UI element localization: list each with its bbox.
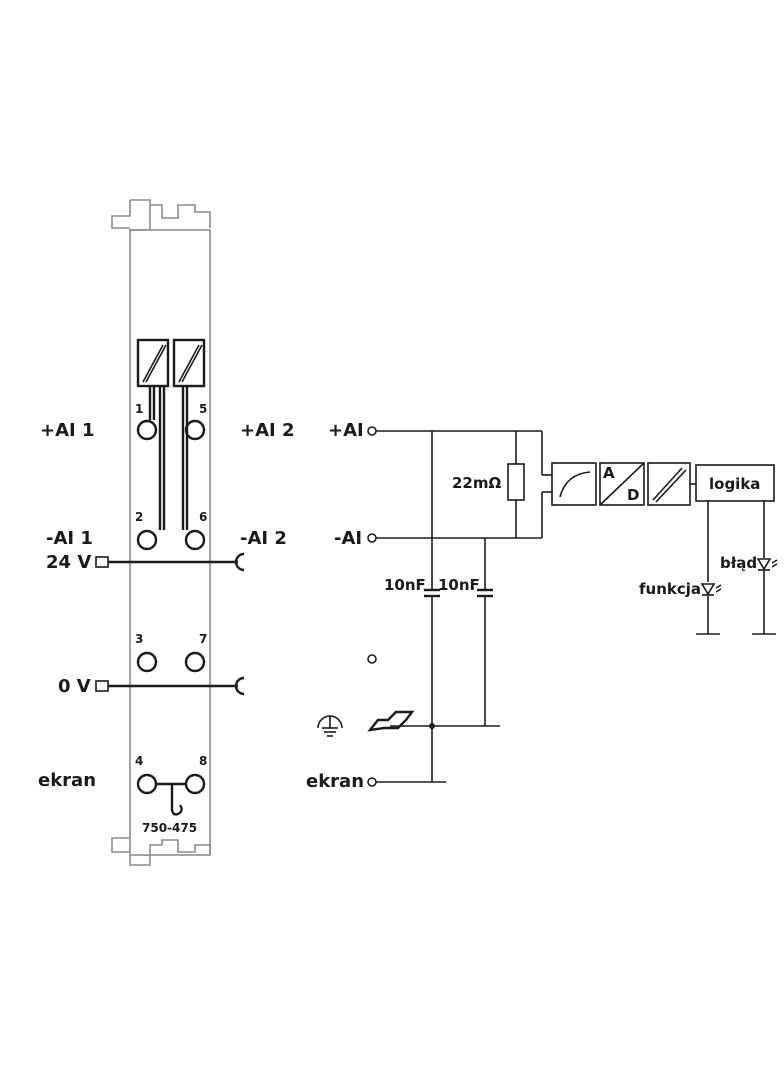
din-rail-icon (367, 710, 415, 732)
label-shield-left: ekran (38, 770, 96, 791)
wire-ch1 (158, 386, 166, 530)
capacitor-2-label: 10nF (438, 576, 480, 594)
terminal-7-number: 7 (199, 632, 207, 646)
module-housing (111, 199, 211, 866)
wire-ch1-top (148, 386, 156, 420)
circuit-wires (376, 430, 696, 783)
resistor (507, 463, 525, 501)
rail-24v (95, 552, 245, 572)
terminal-3 (136, 651, 158, 673)
label-24v: 24 V (46, 552, 91, 573)
logic-block (695, 464, 775, 502)
label-ai-plus: +AI (328, 420, 364, 441)
label-ai-minus: -AI (334, 528, 362, 549)
led-function-icon (700, 583, 722, 596)
channel-1-marker (136, 338, 170, 388)
earth-ground-icon (317, 715, 343, 737)
isolator-block (647, 462, 691, 506)
terminal-8 (184, 773, 206, 795)
terminal-6-number: 6 (199, 510, 207, 524)
led-branches (696, 501, 776, 635)
terminal-1 (136, 419, 158, 441)
terminal-3-number: 3 (135, 632, 143, 646)
resistor-label: 22mΩ (452, 474, 502, 492)
terminal-4-number: 4 (135, 754, 143, 768)
rail-0v (95, 676, 245, 696)
terminal-5 (184, 419, 206, 441)
label-ai1-plus: +AI 1 (40, 420, 95, 441)
terminal-6 (184, 529, 206, 551)
terminal-7 (184, 651, 206, 673)
input-terminal-unused (367, 654, 377, 664)
label-shield-right: ekran (306, 771, 364, 792)
label-ai2-minus: -AI 2 (240, 528, 287, 549)
terminal-4 (136, 773, 158, 795)
terminal-8-number: 8 (199, 754, 207, 768)
terminal-2 (136, 529, 158, 551)
junction-dot (429, 723, 435, 729)
adc-label-d: D (627, 486, 639, 504)
capacitor-1 (424, 588, 440, 598)
led-error-label: błąd (720, 554, 757, 572)
label-ai2-plus: +AI 2 (240, 420, 295, 441)
logic-label: logika (709, 475, 760, 493)
led-function-label: funkcja (639, 580, 701, 598)
terminal-2-number: 2 (135, 510, 143, 524)
terminal-5-number: 5 (199, 402, 207, 416)
capacitor-1-label: 10nF (384, 576, 426, 594)
channel-2-marker (172, 338, 206, 388)
adc-block (599, 462, 645, 506)
label-ai1-minus: -AI 1 (46, 528, 93, 549)
led-error-icon (756, 558, 778, 571)
label-0v: 0 V (58, 676, 91, 697)
adc-label-a: A (603, 464, 615, 482)
input-terminal-minus (367, 533, 377, 543)
capacitor-2 (477, 588, 493, 598)
input-terminal-plus (367, 426, 377, 436)
input-terminal-shield (367, 777, 377, 787)
part-number: 750-475 (142, 821, 197, 835)
shield-bridge (156, 782, 186, 816)
filter-block (551, 462, 597, 506)
terminal-1-number: 1 (135, 402, 143, 416)
wire-ch2 (181, 386, 189, 530)
